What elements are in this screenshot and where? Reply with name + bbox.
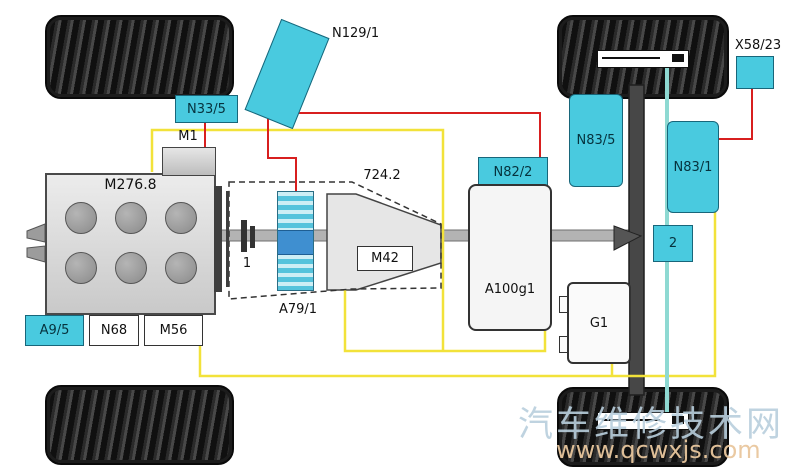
transmission-label: 724.2	[363, 168, 401, 183]
motor-rotor	[278, 230, 313, 255]
engine-intake-upper	[26, 223, 46, 243]
m42-label: M42	[371, 251, 399, 266]
electric-motor	[277, 191, 314, 291]
m1-label: M1	[178, 129, 198, 144]
g1-label: G1	[589, 315, 609, 331]
engine-label: M276.8	[104, 177, 157, 193]
cylinder	[165, 252, 197, 284]
n83-5-box: N83/5	[569, 94, 623, 187]
sensor-line	[602, 57, 660, 59]
clutch-disc	[241, 220, 247, 252]
m1-box	[162, 147, 216, 176]
a100g1-label: A100g1	[484, 282, 536, 297]
cylinder	[115, 252, 147, 284]
x58-label: X58/23	[734, 38, 782, 53]
a79-dashed-outline	[228, 181, 442, 300]
x58-box	[736, 56, 774, 89]
m56-box: M56	[144, 315, 203, 346]
yellow-wire-bottom-loop	[198, 211, 717, 378]
a9-box: A9/5	[25, 315, 84, 346]
watermark-site-url: www.qcwxjs.com	[556, 436, 761, 464]
transmission-housing	[326, 193, 442, 291]
a79-label: A79/1	[278, 302, 318, 317]
front-right-wheel-sensor	[597, 50, 689, 68]
sensor-tip	[672, 416, 684, 424]
yellow-wire-mid-loop	[343, 289, 547, 353]
cylinder	[65, 252, 97, 284]
n83-5-label: N83/5	[576, 133, 616, 148]
yellow-wire-top-loop	[150, 128, 445, 350]
flywheel	[214, 186, 222, 292]
engine-intake-lower	[26, 245, 46, 263]
axle-node-label: 2	[668, 236, 678, 251]
red-wire-x58-n83	[717, 87, 753, 140]
red-wire-n129-motor	[267, 110, 297, 193]
clutch-plate	[250, 226, 255, 248]
watermark-site-name: 汽车维修技术网	[518, 405, 785, 445]
n83-1-box: N83/1	[667, 121, 719, 213]
sensor-line	[602, 419, 660, 421]
flywheel-plate	[226, 191, 229, 287]
cylinder	[165, 202, 197, 234]
n68-box: N68	[89, 315, 139, 346]
a100g1-box: A100g1	[468, 184, 552, 331]
n33-box: N33/5	[175, 95, 238, 123]
n129-label: N129/1	[332, 26, 380, 41]
sensor-tip	[672, 54, 684, 62]
n83-1-label: N83/1	[673, 159, 713, 175]
n33-label: N33/5	[187, 101, 226, 117]
cylinder	[115, 202, 147, 234]
red-wire-n129-n82	[268, 112, 541, 158]
n82-label: N82/2	[493, 164, 533, 180]
n82-box: N82/2	[478, 157, 548, 187]
tire-front-left	[45, 15, 234, 99]
axle-node-box: 2	[653, 225, 693, 262]
engine-block: M276.8	[45, 173, 216, 315]
tire-rear-left	[45, 385, 234, 465]
cylinder	[65, 202, 97, 234]
n68-label: N68	[100, 323, 128, 338]
a9-label: A9/5	[39, 323, 70, 338]
g1-box: G1	[567, 282, 631, 364]
rear-right-wheel-sensor	[597, 412, 689, 430]
clutch-label: 1	[242, 256, 252, 271]
m42-box: M42	[357, 246, 413, 271]
differential	[613, 225, 643, 251]
m56-label: M56	[159, 323, 188, 338]
